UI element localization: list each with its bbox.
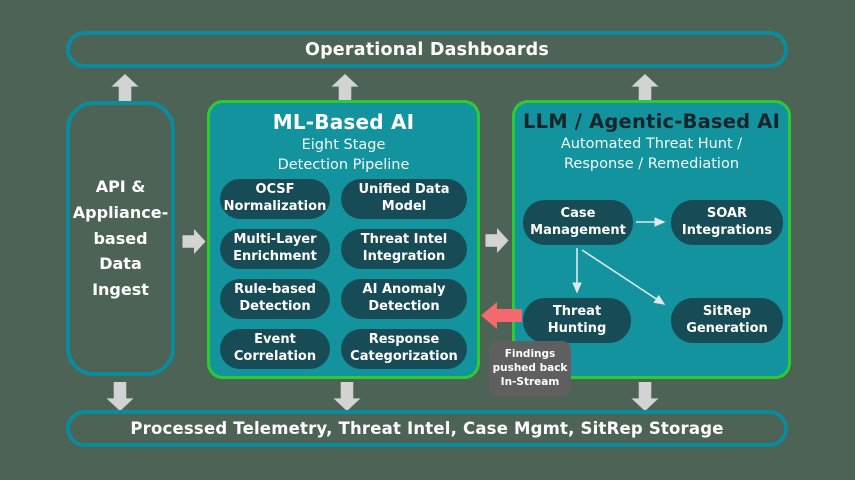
- down-arrow-icon: [333, 382, 361, 411]
- pipeline-stage-ocsf-normalization: OCSF Normalization: [220, 179, 330, 219]
- down-arrow-icon: [631, 382, 659, 411]
- down-arrow-icon: [106, 382, 134, 411]
- api-appliance-ingest-box: API & Appliance- based Data Ingest: [66, 101, 175, 376]
- llm-node-soar-integrations: SOAR Integrations: [671, 200, 783, 245]
- storage-bar-label: Processed Telemetry, Threat Intel, Case …: [130, 419, 724, 438]
- pipeline-stage-threat-intel-integration: Threat Intel Integration: [341, 229, 467, 269]
- ml-based-ai-box: ML-Based AI Eight Stage Detection Pipeli…: [207, 100, 480, 379]
- storage-bar: Processed Telemetry, Threat Intel, Case …: [66, 410, 788, 447]
- up-arrow-icon: [111, 74, 139, 103]
- operational-dashboards-label: Operational Dashboards: [305, 39, 549, 60]
- findings-note: Findings pushed back In-Stream: [489, 341, 571, 397]
- pipeline-stage-ai-anomaly-detection: AI Anomaly Detection: [341, 279, 467, 319]
- pipeline-stage-multi-layer-enrichment: Multi-Layer Enrichment: [220, 229, 330, 269]
- pipeline-stage-event-correlation: Event Correlation: [220, 329, 330, 369]
- right-arrow-icon: [182, 229, 206, 254]
- findings-note-label: Findings pushed back In-Stream: [492, 348, 568, 389]
- pipeline-stage-unified-data-model: Unified Data Model: [341, 179, 467, 219]
- llm-node-threat-hunting: Threat Hunting: [523, 298, 631, 343]
- ml-box-subtitle: Eight Stage Detection Pipeline: [277, 137, 410, 173]
- pipeline-stage-rule-based-detection: Rule-based Detection: [220, 279, 330, 319]
- ml-pipeline-grid: OCSF Normalization Unified Data Model Mu…: [220, 179, 467, 369]
- ml-box-title: ML-Based AI: [272, 110, 415, 134]
- pipeline-stage-response-categorization: Response Categorization: [341, 329, 467, 369]
- up-arrow-icon: [631, 74, 659, 103]
- operational-dashboards-bar: Operational Dashboards: [66, 31, 788, 68]
- llm-box-subtitle: Automated Threat Hunt / Response / Remed…: [560, 136, 743, 172]
- llm-node-case-management: Case Management: [523, 200, 633, 245]
- right-arrow-icon: [485, 228, 509, 253]
- up-arrow-icon: [331, 74, 359, 103]
- ingest-label: API & Appliance- based Data Ingest: [72, 176, 169, 300]
- findings-feedback-left-arrow-icon: [481, 302, 522, 329]
- llm-box-title: LLM / Agentic-Based AI: [522, 110, 781, 133]
- llm-agentic-ai-box: LLM / Agentic-Based AI Automated Threat …: [512, 100, 791, 379]
- llm-node-sitrep-generation: SitRep Generation: [671, 298, 783, 343]
